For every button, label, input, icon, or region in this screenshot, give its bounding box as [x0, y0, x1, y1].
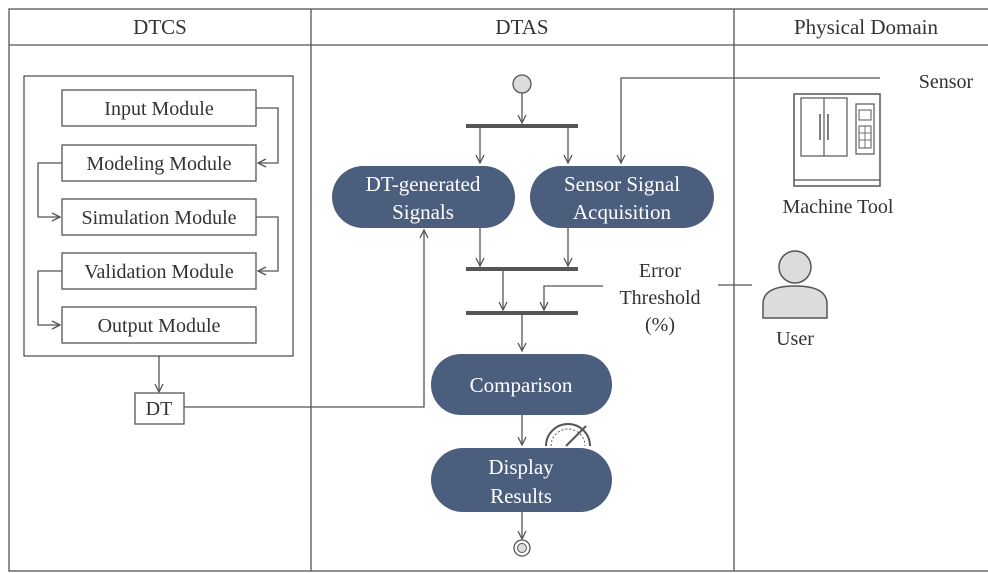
lane-header-physical-domain: Physical Domain: [794, 15, 939, 39]
validation-module-label: Validation Module: [84, 261, 234, 283]
simulation-module-label: Simulation Module: [82, 207, 237, 229]
dt-generated-signals-activity: [332, 166, 515, 228]
machine-tool-icon: [793, 93, 881, 187]
module-connectors: [37, 107, 279, 392]
comparison-label: Comparison: [470, 373, 573, 397]
dt-generated-signals-line2: Signals: [392, 200, 454, 224]
display-results-activity: [431, 448, 612, 512]
sensor-signal-acquisition-activity: [530, 166, 714, 228]
final-node-inner: [517, 543, 527, 553]
input-module-box: [61, 89, 257, 127]
output-module-label: Output Module: [98, 315, 221, 337]
swimlane-frame: [8, 8, 988, 572]
display-results-line1: Display: [488, 455, 554, 479]
threshold-connector: [544, 285, 603, 310]
sensor-signal-acquisition-line1: Sensor Signal: [564, 172, 680, 196]
sensor-connector: [621, 77, 880, 163]
lane-header-dtas: DTAS: [495, 15, 548, 39]
machine-tool-label: Machine Tool: [783, 196, 894, 218]
user-label: User: [776, 328, 814, 350]
dt-to-signals-connector: [184, 230, 424, 408]
error-threshold-line3: (%): [645, 314, 675, 336]
error-threshold-line1: Error: [639, 260, 682, 282]
lane-header-dtcs: DTCS: [133, 15, 187, 39]
display-results-line2: Results: [490, 484, 552, 508]
sensor-label: Sensor: [919, 71, 974, 93]
dt-box: [134, 392, 185, 425]
modeling-module-box: [61, 144, 257, 182]
error-threshold-line2: Threshold: [619, 287, 700, 309]
gauge-icon: [545, 423, 591, 447]
output-module-box: [61, 306, 257, 344]
comparison-activity: [431, 354, 612, 415]
user-icon: [762, 250, 828, 319]
input-module-label: Input Module: [104, 98, 214, 120]
sensor-signal-acquisition-line2: Acquisition: [573, 200, 671, 224]
simulation-module-box: [61, 198, 257, 236]
dt-generated-signals-line1: DT-generated: [366, 172, 481, 196]
initial-node: [512, 74, 532, 94]
modeling-module-label: Modeling Module: [87, 153, 232, 175]
dt-label: DT: [146, 398, 173, 420]
